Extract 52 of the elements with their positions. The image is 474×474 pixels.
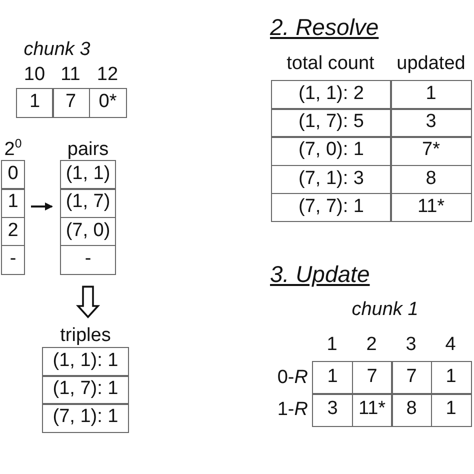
table-cell: - — [1, 244, 25, 275]
column-header: 3 — [404, 333, 418, 357]
table-cell: (1, 7): 1 — [42, 375, 129, 404]
table-cell: (1, 7) — [60, 188, 116, 218]
table-cell: 1 — [390, 80, 472, 110]
column-header: triples — [59, 325, 112, 347]
column-header: 2$^{0}$ — [3, 140, 23, 160]
column-header: pairs — [66, 140, 110, 160]
table-cell: 3 — [390, 108, 472, 138]
column-header: total count — [286, 52, 376, 76]
table-cell: (1, 1): 2 — [271, 80, 392, 110]
table-cell: 7 — [352, 361, 392, 394]
column-header: 1 — [326, 333, 338, 357]
table-cell: (7, 0) — [60, 216, 116, 246]
section-heading: 3. Update — [270, 260, 371, 289]
table-cell: 0* — [89, 88, 126, 118]
table-cell: (1, 1): 1 — [42, 347, 129, 376]
table-cell: 7 — [391, 361, 432, 394]
table-cell: (7, 7): 1 — [271, 192, 392, 222]
table-cell: 2 — [1, 216, 25, 246]
table-cell: 7* — [390, 136, 472, 166]
table-cell: 8 — [390, 164, 472, 194]
row-header: 0-R — [276, 366, 309, 390]
column-header: 10 — [22, 64, 46, 86]
hollow-arrow — [76, 286, 100, 318]
table-cell: (7, 0): 1 — [271, 136, 392, 166]
chunk-label: chunk 1 — [350, 298, 420, 322]
table-cell: 1 — [312, 361, 353, 394]
table-cell: 8 — [391, 393, 432, 426]
section-heading: 2. Resolve — [270, 13, 380, 42]
table-cell: (1, 1) — [60, 160, 116, 190]
column-header: 4 — [444, 333, 457, 357]
table-cell: 0 — [1, 160, 25, 190]
table-cell: 1 — [16, 88, 54, 118]
table-cell: - — [60, 244, 116, 275]
table-cell: (1, 7): 5 — [271, 108, 392, 138]
column-header: 11 — [60, 64, 82, 86]
table-cell: 1 — [430, 361, 472, 394]
column-header: 2 — [365, 333, 378, 357]
table-cell: 3 — [312, 393, 353, 426]
table-cell: 11* — [390, 192, 472, 222]
table-cell: (7, 1): 1 — [42, 403, 129, 432]
arrow — [31, 202, 53, 210]
table-cell: 7 — [52, 88, 90, 118]
chunk-label: chunk 3 — [22, 38, 92, 62]
table-cell: (7, 1): 3 — [271, 164, 392, 194]
table-cell: 11* — [352, 393, 392, 426]
table-cell: 1 — [1, 188, 25, 218]
column-header: 12 — [96, 64, 120, 86]
table-cell: 1 — [430, 393, 472, 426]
column-header: updated — [396, 52, 466, 76]
row-header: 1-R — [276, 398, 309, 422]
